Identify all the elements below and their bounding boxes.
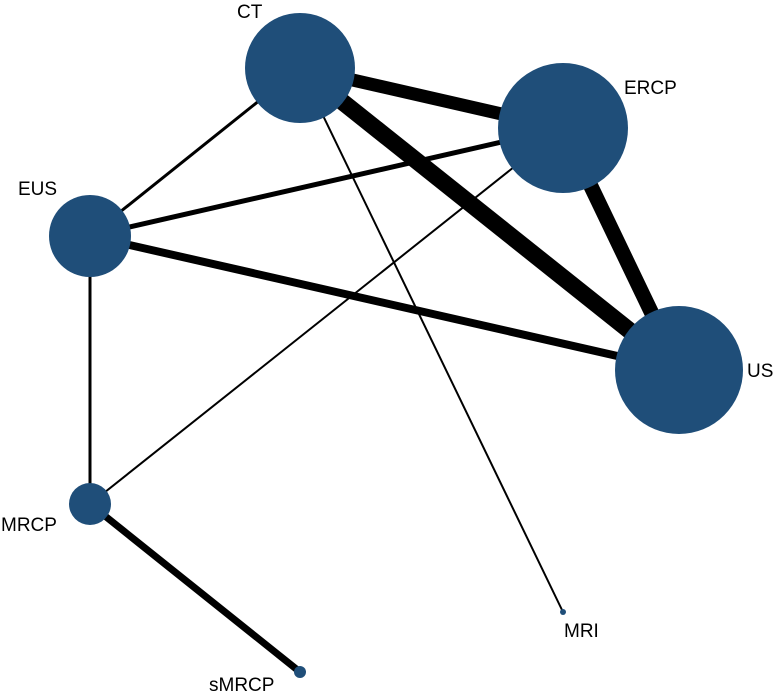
label-smrcp: sMRCP — [209, 675, 274, 695]
edge-mrcp-smrcp — [87, 501, 303, 675]
nodes — [49, 13, 743, 678]
label-mrcp: MRCP — [1, 515, 57, 536]
edge-ct-mri — [299, 67, 564, 613]
edge-ct-us — [294, 61, 685, 377]
label-ercp: ERCP — [624, 78, 677, 99]
node-eus — [49, 195, 131, 277]
label-mri: MRI — [564, 621, 599, 642]
label-eus: EUS — [18, 179, 57, 200]
node-ct — [245, 13, 355, 123]
label-ct: CT — [237, 2, 263, 23]
node-ercp — [498, 63, 628, 193]
node-mri — [560, 609, 566, 615]
node-smrcp — [294, 666, 306, 678]
label-us: US — [747, 361, 773, 382]
edge-ercp-mrcp — [89, 127, 564, 505]
edge-eus-us — [89, 232, 680, 374]
edge-eus-ercp — [89, 125, 564, 239]
node-mrcp — [69, 483, 111, 525]
node-us — [615, 306, 743, 434]
